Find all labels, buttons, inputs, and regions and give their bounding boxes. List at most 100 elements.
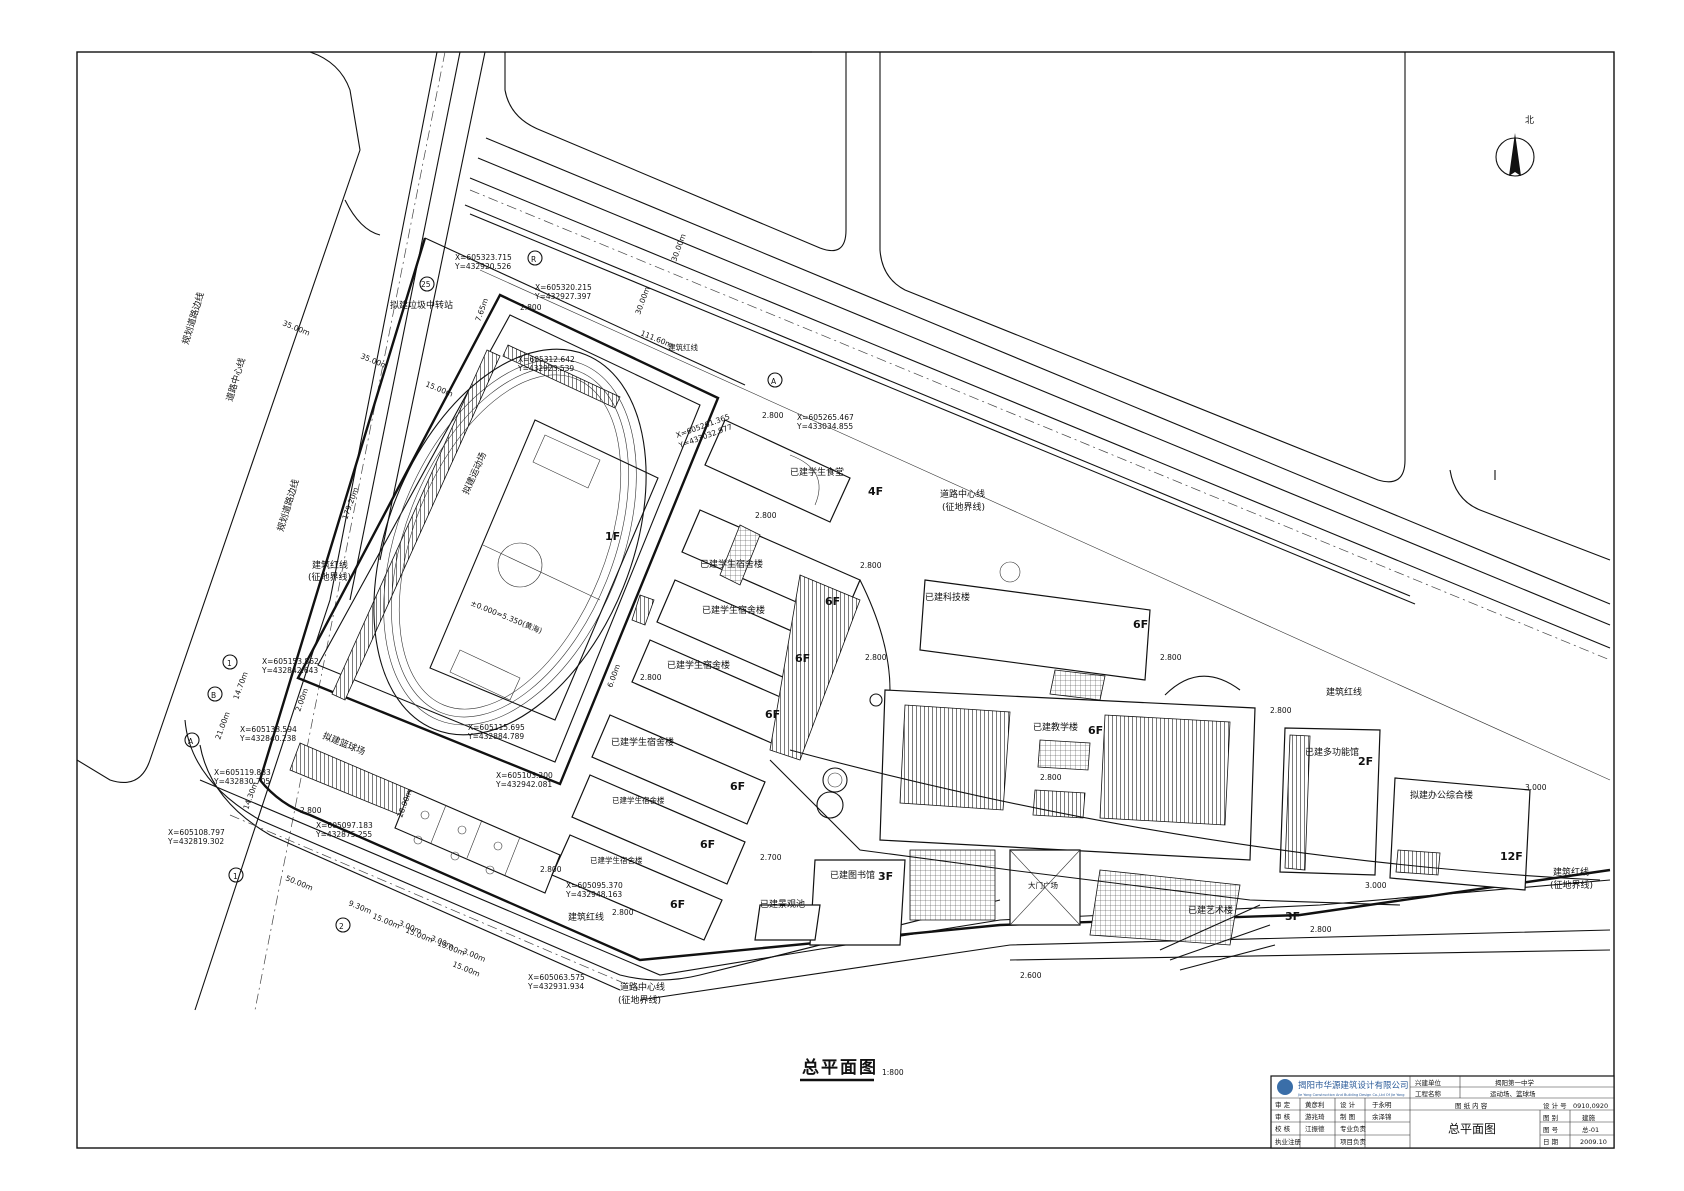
building-name: 已建学生食堂 bbox=[790, 466, 844, 478]
role: 项目负责 bbox=[1340, 1137, 1367, 1146]
elevation-value: 2.800 bbox=[860, 561, 882, 570]
project-label: 工程名称 bbox=[1415, 1089, 1442, 1098]
building-name: 拟建篮球场 bbox=[321, 730, 367, 758]
company-name: 揭阳市华源建筑设计有限公司 bbox=[1298, 1080, 1409, 1091]
drawing-content-label: 图 纸 内 容 bbox=[1455, 1101, 1488, 1110]
building-name: 拟建运动场 bbox=[460, 450, 489, 496]
north-arrow: 北 bbox=[1495, 115, 1535, 177]
coord-y: Y=432948.163 bbox=[565, 890, 622, 899]
elevation-value: 2.800 bbox=[1270, 706, 1292, 715]
building-name: 已建学生宿舍楼 bbox=[700, 558, 763, 570]
red-line-label: 建筑红线 bbox=[1553, 866, 1589, 878]
coord-x: X=605323.715 bbox=[455, 253, 512, 262]
elevation-value: 3.000 bbox=[1525, 783, 1547, 792]
design-no: 0910,0920 bbox=[1573, 1102, 1608, 1110]
building-floors: 2F bbox=[1358, 755, 1373, 768]
axis-mark-label: 1 bbox=[233, 872, 238, 881]
company-logo-icon bbox=[1277, 1079, 1293, 1095]
dimension-label: 3.00m bbox=[461, 947, 487, 964]
role: 制 图 bbox=[1340, 1112, 1355, 1121]
coord-y: Y=432931.934 bbox=[527, 982, 584, 991]
building-floors: 6F bbox=[730, 780, 745, 793]
axis-mark-label: 25 bbox=[421, 280, 431, 289]
red-line-label: 建筑红线 bbox=[568, 911, 604, 923]
dimension-label: 14.70m bbox=[231, 671, 249, 701]
building-name: 已建景观池 bbox=[760, 898, 805, 910]
elevation-value: 2.800 bbox=[1310, 925, 1332, 934]
north-label: 北 bbox=[1525, 115, 1534, 126]
coord-y: Y=432840.238 bbox=[239, 734, 296, 743]
red-line-label: 建筑红线 bbox=[312, 559, 348, 571]
date: 2009.10 bbox=[1580, 1138, 1607, 1146]
road-label: 道路中心线 bbox=[223, 356, 248, 403]
company-name-en: Jie Yang Construction And Building Desig… bbox=[1297, 1093, 1405, 1097]
coord-y: Y=432927.397 bbox=[534, 292, 591, 301]
axis-mark-label: A bbox=[188, 737, 194, 746]
dimension-label: 15.00m bbox=[371, 912, 401, 931]
role: 设 计 bbox=[1340, 1100, 1356, 1109]
road-label: 规划道路边线 bbox=[274, 478, 301, 533]
axis-mark-label: B bbox=[211, 691, 216, 700]
building-name: 已建学生宿舍楼 bbox=[611, 736, 674, 748]
elevation-value: 2.800 bbox=[540, 865, 562, 874]
building-labels: 拟建运动场 1F 拟建篮球场 已建学生食堂 4F 已建学生宿舍楼 6F 已建学生… bbox=[321, 450, 1523, 923]
campus-buildings bbox=[551, 419, 1601, 971]
dimension-label: 50.00m bbox=[284, 874, 314, 893]
coord-x: X=605115.695 bbox=[468, 723, 525, 732]
title-block: 揭阳市华源建筑设计有限公司 Jie Yang Construction And … bbox=[1270, 1075, 1615, 1149]
boundary-label: (征地界线) bbox=[618, 994, 661, 1006]
coord-x: X=605095.370 bbox=[566, 881, 623, 890]
dimension-label: 9.30m bbox=[347, 899, 373, 916]
sheet-label: 图 号 bbox=[1543, 1126, 1559, 1134]
coord-x: X=605265.467 bbox=[797, 413, 854, 422]
coord-y: Y=432819.302 bbox=[167, 837, 224, 846]
drawing-title-group: 总平面图 1:800 bbox=[800, 1057, 904, 1082]
elevation-label: ±0.000=5.350(黄海) bbox=[469, 598, 544, 636]
building-floors: 6F bbox=[1133, 618, 1148, 631]
coord-x: X=605063.575 bbox=[528, 973, 585, 982]
building-floors: 6F bbox=[670, 898, 685, 911]
building-name: 已建教学楼 bbox=[1033, 721, 1078, 733]
planned-hall-hatch bbox=[289, 742, 411, 816]
coord-y: Y=432830.705 bbox=[213, 777, 270, 786]
building-floors: 6F bbox=[700, 838, 715, 851]
building-name: 已建科技楼 bbox=[925, 591, 970, 603]
coord-x: X=605119.883 bbox=[214, 768, 271, 777]
axis-mark-label: 1 bbox=[227, 659, 232, 668]
elevation-value: 2.800 bbox=[1160, 653, 1182, 662]
dimension-label: 15.00m bbox=[451, 960, 481, 979]
drawing-content: 总平面图 bbox=[1448, 1122, 1496, 1136]
role: 执业注册 bbox=[1275, 1137, 1302, 1146]
coord-x: X=605108.797 bbox=[168, 828, 225, 837]
design-no-label: 设 计 号 bbox=[1543, 1101, 1567, 1110]
coord-x: X=605138.594 bbox=[240, 725, 297, 734]
role: 校 核 bbox=[1275, 1124, 1291, 1133]
role: 审 定 bbox=[1275, 1100, 1291, 1109]
person: 余泽锦 bbox=[1372, 1112, 1392, 1121]
building-floors: 6F bbox=[795, 652, 810, 665]
category-label: 图 别 bbox=[1543, 1113, 1558, 1122]
elevation-value: 2.800 bbox=[520, 303, 542, 312]
axis-mark-label: A bbox=[771, 377, 777, 386]
date-label: 日 期 bbox=[1543, 1138, 1559, 1146]
building-name: 已建学生宿舍楼 bbox=[667, 659, 730, 671]
coord-y: Y=432875.255 bbox=[315, 830, 372, 839]
building-name: 已建学生宿舍楼 bbox=[612, 795, 665, 805]
dimension-label: 30.00m bbox=[633, 286, 651, 316]
client: 揭阳第一中学 bbox=[1495, 1078, 1535, 1087]
coordinates: X=605323.715 Y=432920.526 X=605320.215 Y… bbox=[167, 253, 854, 991]
building-floors: 6F bbox=[825, 595, 840, 608]
building-name: 已建图书馆 bbox=[830, 869, 875, 881]
building-floors: 12F bbox=[1500, 850, 1523, 863]
role: 专业负责 bbox=[1340, 1124, 1367, 1133]
dimension-label: 2.00m bbox=[293, 687, 310, 713]
stadium bbox=[289, 293, 720, 894]
drawing-scale: 1:800 bbox=[882, 1068, 904, 1077]
dimension-label: 15.00m bbox=[424, 380, 454, 399]
building-name: 拟建办公综合楼 bbox=[1410, 789, 1473, 801]
person: 游兆琦 bbox=[1305, 1112, 1325, 1121]
coord-x: X=605320.215 bbox=[535, 283, 592, 292]
person: 黄彦利 bbox=[1305, 1100, 1325, 1109]
axis-marks: R 25 A A B 1 1 2 bbox=[184, 250, 783, 933]
